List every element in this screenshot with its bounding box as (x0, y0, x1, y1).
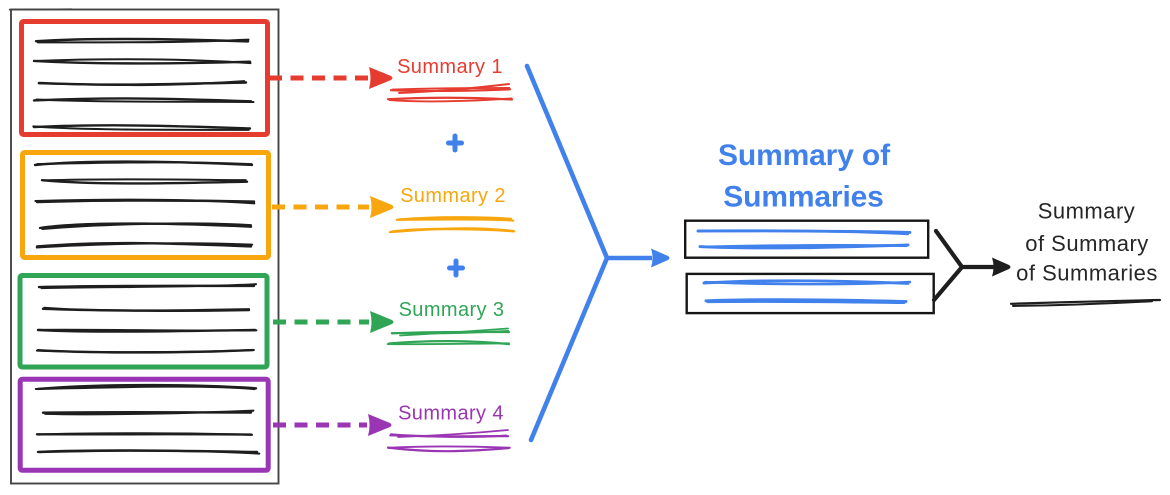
svg-text:of Summary: of Summary (1025, 231, 1149, 256)
svg-text:Summary 3: Summary 3 (399, 299, 505, 321)
svg-text:Summaries: Summaries (723, 181, 883, 214)
svg-text:of Summaries: of Summaries (1016, 261, 1158, 286)
svg-text:Summary 1: Summary 1 (397, 56, 503, 78)
svg-text:Summary 4: Summary 4 (398, 403, 504, 425)
svg-text:Summary 2: Summary 2 (400, 185, 506, 207)
svg-text:Summary of: Summary of (718, 139, 891, 172)
svg-text:Summary: Summary (1038, 199, 1136, 224)
